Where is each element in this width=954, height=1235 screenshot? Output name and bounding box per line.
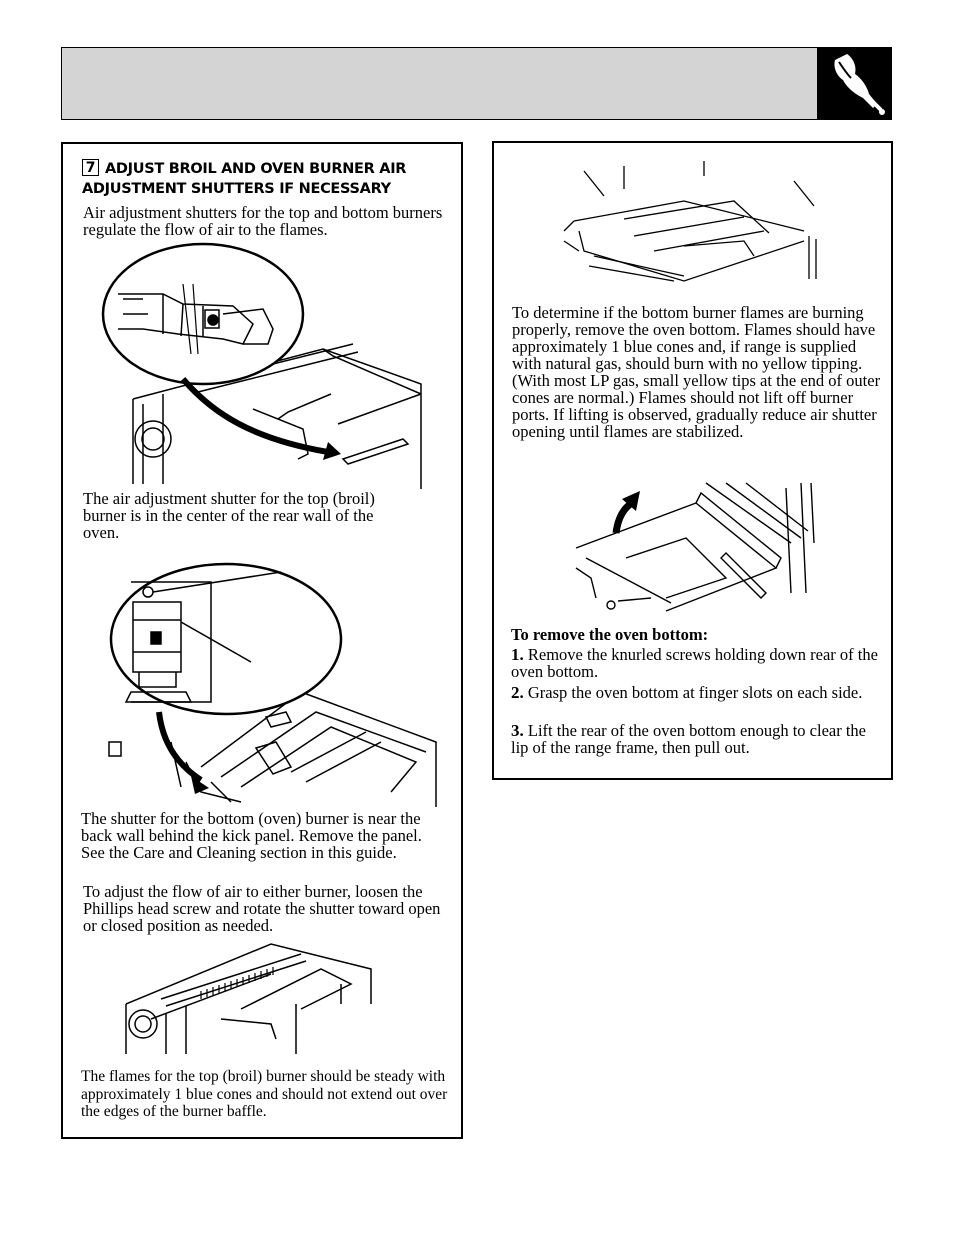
step-number: 2. bbox=[511, 683, 524, 702]
wrench-hand-icon bbox=[817, 48, 891, 120]
header-bar bbox=[61, 47, 892, 120]
top-shutter-caption: The air adjustment shutter for the top (… bbox=[83, 489, 375, 542]
adjust-instructions: To adjust the flow of air to either burn… bbox=[83, 882, 441, 935]
oven-shutter-illustration bbox=[108, 562, 437, 807]
broil-flames-caption: The flames for the top (broil) burner sh… bbox=[81, 1068, 448, 1120]
broil-shutter-illustration bbox=[101, 242, 422, 489]
step-text: Remove the knurled screws holding down r… bbox=[511, 645, 878, 681]
oven-bottom-illustration bbox=[563, 161, 817, 282]
remove-oven-bottom-heading: To remove the oven bottom: bbox=[511, 625, 709, 644]
remove-oven-bottom-illustration bbox=[575, 482, 815, 612]
remove-step-3: 3. Lift the rear of the oven bottom enou… bbox=[511, 722, 881, 756]
step-number: 1. bbox=[511, 645, 524, 664]
bottom-shutter-caption: The shutter for the bottom (oven) burner… bbox=[81, 809, 422, 862]
step-text: Grasp the oven bottom at finger slots on… bbox=[527, 683, 863, 702]
step-text: Lift the rear of the oven bottom enough … bbox=[511, 721, 867, 757]
broil-flames-illustration bbox=[125, 943, 372, 1054]
step-number: 3. bbox=[511, 721, 524, 740]
intro-text: Air adjustment shutters for the top and … bbox=[83, 203, 443, 239]
oven-bottom-panel: To determine if the bottom burner flames… bbox=[492, 141, 893, 780]
step-heading-text: ADJUST BROIL AND OVEN BURNER AIR ADJUSTM… bbox=[82, 161, 407, 197]
bottom-flames-text: To determine if the bottom burner flames… bbox=[512, 303, 881, 441]
remove-step-1: 1. Remove the knurled screws holding dow… bbox=[511, 646, 881, 680]
remove-step-2: 2. Grasp the oven bottom at finger slots… bbox=[511, 684, 881, 701]
step-number: 7 bbox=[82, 159, 99, 176]
